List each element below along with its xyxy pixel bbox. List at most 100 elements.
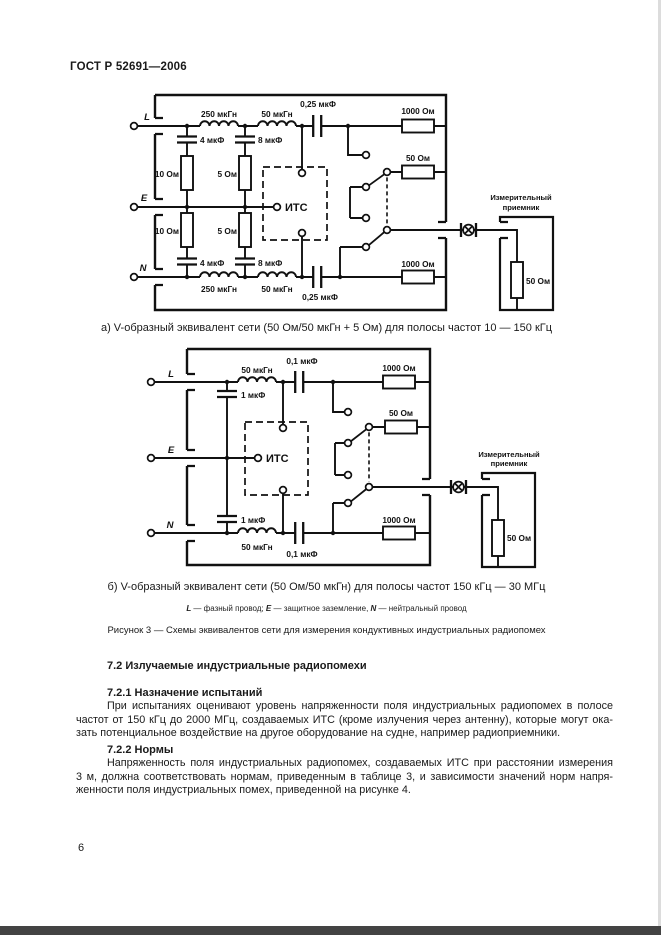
- label-cap2-bottom: 8 мкФ: [258, 258, 282, 268]
- inductor-50uH-bottom: [257, 271, 297, 278]
- section-7-2-title: 7.2 Излучаемые индустриальные радиопомех…: [107, 660, 367, 672]
- eut-box-b: ИТС: [244, 379, 309, 536]
- circuit-diagram-a: L E N 250 мкГн 50 мкГн 0,25 мкФ 1000 Ом …: [129, 93, 555, 312]
- legend-e-symbol: E: [265, 604, 272, 613]
- label-cap-branch-bottom-b: 1 мкФ: [241, 515, 265, 525]
- section-7-2-1-title: 7.2.1 Назначение испытаний: [107, 687, 263, 699]
- terminal-l-b: [146, 377, 156, 387]
- figure-caption: Рисунок 3 — Схемы эквивалентов сети для …: [107, 625, 546, 636]
- capacitor-0.1uF-bottom-b: [294, 522, 305, 544]
- eut-box-a: ИТС: [262, 123, 328, 280]
- legend-n-symbol: N: [370, 604, 377, 613]
- terminal-n-a: [129, 272, 139, 282]
- shunt-branch-b: 1 мкФ 1 мкФ: [217, 379, 265, 536]
- equipment-enclosure-a: [153, 93, 448, 312]
- label-switch-res-b: 50 Ом: [389, 408, 413, 418]
- label-res1-top: 10 Ом: [155, 169, 179, 179]
- selector-switch-a: 50 Ом: [337, 123, 446, 280]
- section-7-2-2-paragraph: Напряженность поля индустриальных радиоп…: [76, 757, 613, 798]
- label-res2-bottom: 5 Ом: [217, 226, 237, 236]
- inductor-50uH-top: [257, 120, 297, 127]
- scan-edge-bottom: [0, 926, 661, 935]
- selector-switch-b: 50 Ом: [330, 379, 430, 536]
- page-number: 6: [78, 842, 85, 854]
- figure-legend: L — фазный провод; E — защитное заземлен…: [0, 604, 653, 613]
- label-cap-series-bottom-b: 0,1 мкФ: [286, 549, 317, 559]
- receiver-title-a-2: приемник: [503, 203, 540, 212]
- label-receiver-res-b: 50 Ом: [507, 533, 531, 543]
- label-ind-bottom-b: 50 мкГн: [241, 542, 272, 552]
- resistor-50ohm-switch-b: [384, 419, 418, 435]
- resistor-1000ohm-bottom-b: [382, 525, 416, 541]
- terminal-label-n-b: N: [167, 520, 175, 531]
- label-res-line-top: 1000 Ом: [401, 106, 434, 116]
- eut-label-b: ИТС: [266, 453, 289, 465]
- scan-edge-right: [658, 0, 661, 935]
- legend-l-text: — фазный провод;: [191, 604, 266, 613]
- label-res-line-bottom-b: 1000 Ом: [382, 515, 415, 525]
- legend-e-text: — защитное заземление,: [271, 604, 371, 613]
- label-receiver-res-a: 50 Ом: [526, 276, 550, 286]
- label-cap-series-bottom: 0,25 мкФ: [302, 292, 338, 302]
- label-res1-bottom: 10 Ом: [155, 226, 179, 236]
- receiver-box-a: Измерительный приемник 50 Ом: [490, 193, 555, 312]
- paragraph-line: Напряженность поля индустриальных радиоп…: [107, 757, 613, 769]
- eut-label-a: ИТС: [285, 202, 308, 214]
- legend-n-text: — нейтральный провод: [376, 604, 467, 613]
- label-ind2-bottom: 50 мкГн: [261, 284, 292, 294]
- paragraph-line: частот от 150 кГц до 2000 МГц, создаваем…: [76, 713, 613, 726]
- terminal-label-l: L: [144, 112, 150, 123]
- label-res-line-bottom: 1000 Ом: [401, 259, 434, 269]
- terminal-label-e: E: [141, 193, 148, 204]
- resistor-1000ohm-bottom: [401, 269, 435, 285]
- terminal-label-n: N: [140, 263, 148, 274]
- paragraph-line: При испытаниях оценивают уровень напряже…: [107, 700, 613, 712]
- equipment-enclosure-b: [185, 347, 432, 567]
- label-cap-series-top: 0,25 мкФ: [300, 99, 336, 109]
- label-ind1-top: 250 мкГн: [201, 109, 237, 119]
- resistor-1000ohm-top: [401, 118, 435, 134]
- inductor-50uH-bottom-b: [237, 527, 277, 534]
- circuit-diagram-b: L E N 50 мкГн 0,1 мкФ 1000 Ом 50 мкГн 0,…: [146, 347, 540, 569]
- receiver-title-b-2: приемник: [491, 459, 528, 468]
- capacitor-0.1uF-top-b: [294, 371, 305, 393]
- caption-diagram-b: б) V-образный эквивалент сети (50 Ом/50 …: [107, 581, 546, 593]
- receiver-box-b: Измерительный приемник 50 Ом: [478, 450, 540, 569]
- receiver-title-a-1: Измерительный: [490, 193, 552, 202]
- shunt-branch-2-a: 8 мкФ 5 Ом 5 Ом 8 мкФ: [217, 123, 282, 280]
- terminal-l-a: [129, 121, 139, 131]
- label-cap1-bottom: 4 мкФ: [200, 258, 224, 268]
- inductor-250uH-top: [199, 120, 239, 127]
- resistor-1000ohm-top-b: [382, 374, 416, 390]
- terminal-n-b: [146, 528, 156, 538]
- label-ind1-bottom: 250 мкГн: [201, 284, 237, 294]
- label-cap-branch-top-b: 1 мкФ: [241, 390, 265, 400]
- label-ind2-top: 50 мкГн: [261, 109, 292, 119]
- label-res-line-top-b: 1000 Ом: [382, 363, 415, 373]
- section-7-2-1-paragraph: При испытаниях оценивают уровень напряже…: [76, 700, 613, 741]
- label-switch-res-a: 50 Ом: [406, 153, 430, 163]
- caption-diagram-a: а) V-образный эквивалент сети (50 Ом/50 …: [100, 322, 553, 334]
- coax-connector-icon-b: [449, 480, 468, 494]
- document-header: ГОСТ Р 52691—2006: [70, 61, 187, 73]
- paragraph-line: 3 м, должна соответствовать нормам, прив…: [76, 770, 613, 783]
- terminal-e-a: [129, 202, 139, 212]
- resistor-50ohm-receiver-a: [510, 261, 524, 299]
- inductor-250uH-bottom: [199, 271, 239, 278]
- receiver-title-b-1: Измерительный: [478, 450, 540, 459]
- paragraph-line: женности поля индустриальных помех, прив…: [76, 784, 411, 797]
- capacitor-0.25uF-top: [312, 115, 323, 137]
- capacitor-0.25uF-bottom: [312, 266, 323, 288]
- resistor-50ohm-switch-a: [401, 164, 435, 180]
- coax-connector-icon-a: [459, 223, 478, 237]
- resistor-50ohm-receiver-b: [491, 519, 505, 557]
- label-res2-top: 5 Ом: [217, 169, 237, 179]
- legend-l-symbol: L: [186, 604, 192, 613]
- terminal-label-l-b: L: [168, 369, 174, 380]
- paragraph-line: зать потенциальное воздействие на другое…: [76, 727, 561, 740]
- section-7-2-2-title: 7.2.2 Нормы: [107, 744, 174, 756]
- label-cap2-top: 8 мкФ: [258, 135, 282, 145]
- terminal-e-b: [146, 453, 156, 463]
- label-cap1-top: 4 мкФ: [200, 135, 224, 145]
